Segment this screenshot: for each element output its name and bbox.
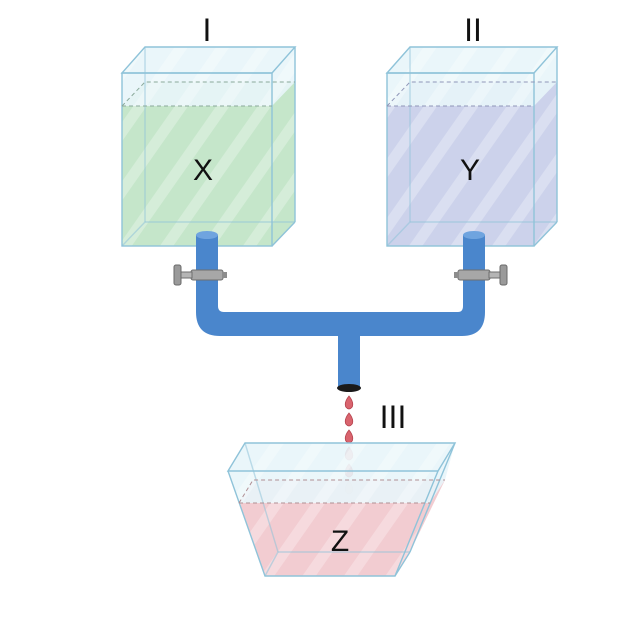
nozzle-opening [337, 384, 361, 392]
left-valve-icon[interactable] [173, 264, 227, 286]
droplet-icon [344, 395, 354, 410]
droplet-icon [344, 429, 354, 444]
droplet-icon [344, 412, 354, 427]
pipe-network [196, 231, 485, 392]
right-valve-icon[interactable] [454, 264, 508, 286]
numeral-i: I [203, 12, 212, 48]
container-ii: II Y [385, 12, 559, 247]
container-i: I X [120, 12, 297, 247]
liquid-label-y: Y [460, 154, 480, 187]
pipe [196, 235, 485, 388]
container-iii: III Z [226, 399, 457, 577]
liquid-label-z: Z [331, 525, 349, 558]
liquid-label-x: X [193, 154, 213, 187]
numeral-ii: II [464, 12, 482, 48]
numeral-iii: III [380, 399, 407, 435]
